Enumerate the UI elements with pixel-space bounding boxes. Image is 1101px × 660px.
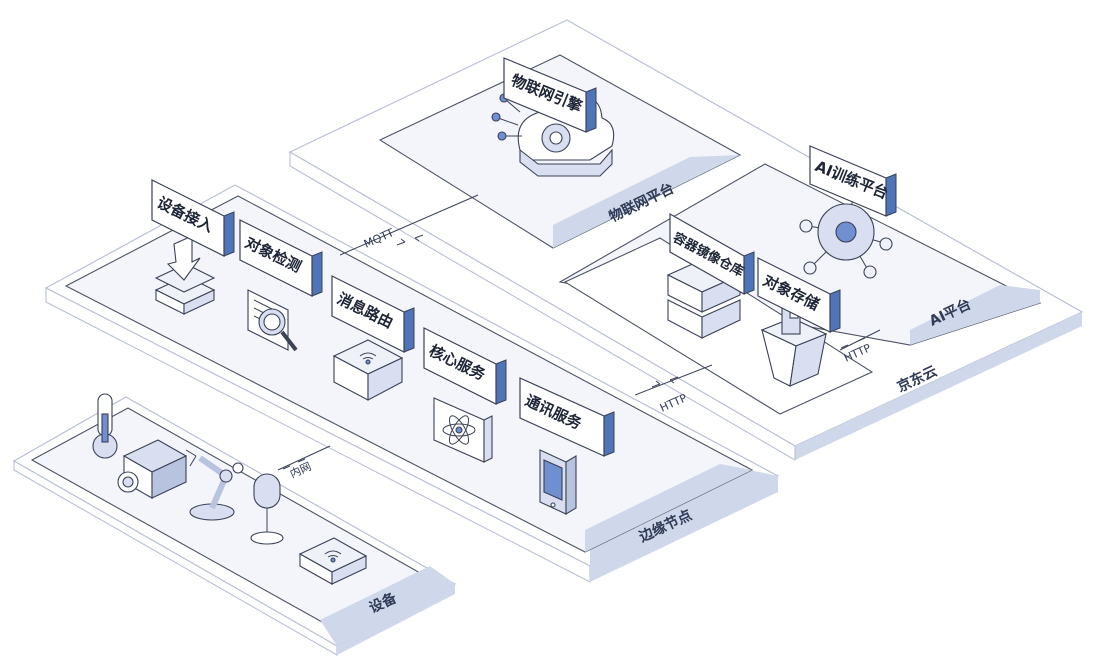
edge-node-plate: 边缘节点 xyxy=(44,184,780,583)
robot-arm-icon xyxy=(185,449,244,521)
lan-protocol-label: 内网 xyxy=(288,459,314,481)
mqtt-protocol-label: MQTT xyxy=(362,226,396,251)
camera-icon xyxy=(117,439,188,499)
http-edge-protocol-label: HTTP xyxy=(658,391,689,414)
atom-icon xyxy=(433,397,493,463)
magnifier-document-icon xyxy=(247,289,298,352)
device-router-icon xyxy=(298,537,368,585)
sign-iot-engine: 物联网引擎 xyxy=(503,57,597,133)
network-node-icon xyxy=(799,193,893,279)
microphone-icon xyxy=(250,473,284,545)
thermometer-icon xyxy=(92,393,118,459)
connections xyxy=(277,194,881,471)
download-tray-icon xyxy=(154,235,216,315)
wifi-router-icon xyxy=(332,339,404,401)
tablet-icon xyxy=(539,449,577,515)
storage-bucket-icon xyxy=(760,305,828,387)
